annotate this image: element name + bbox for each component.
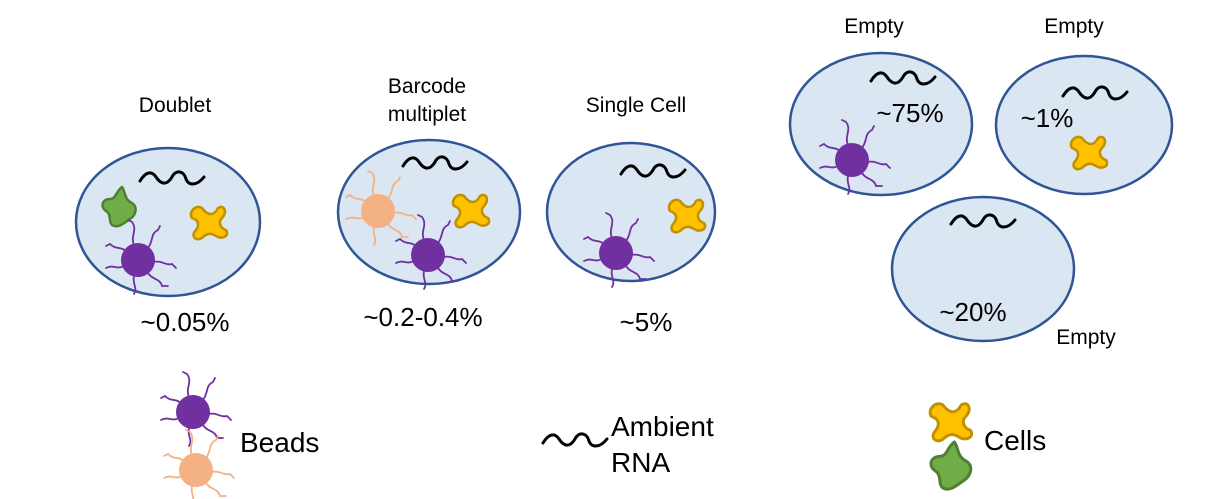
single-cell-title: Single Cell [586,94,686,117]
empty-cell-title: Empty [1044,15,1104,38]
legend-purple-bead-icon [160,371,232,447]
legend-ambient-label-line2: RNA [611,447,670,478]
multiplet-title-line1: Barcode [388,75,466,98]
doublet-percent: ~0.05% [141,307,230,337]
empty-bead-percent: ~75% [876,98,943,128]
legend-ambient-label-line1: Ambient [611,411,714,442]
empty-percent: ~20% [939,297,1006,327]
doublet-title: Doublet [139,94,212,117]
empty-droplet [890,195,1076,343]
single-cell-percent: ~5% [620,307,673,337]
multiplet-percent: ~0.2-0.4% [363,302,482,332]
empty-cell-percent: ~1% [1021,103,1074,133]
legend-beads-label: Beads [240,427,319,458]
doublet-droplet [74,146,262,298]
empty-title: Empty [1056,326,1116,349]
multiplet-title-line2: multiplet [388,103,466,126]
legend-yellow-cell-icon [928,402,974,443]
empty-bead-title: Empty [844,15,904,38]
legend-green-cell-icon [929,440,973,491]
legend-ambient-rna-icon [541,432,609,448]
empty-cell-droplet [994,54,1174,196]
legend-cells-label: Cells [984,425,1046,456]
multiplet-droplet [336,138,522,286]
legend-peach-bead-icon [163,429,235,499]
